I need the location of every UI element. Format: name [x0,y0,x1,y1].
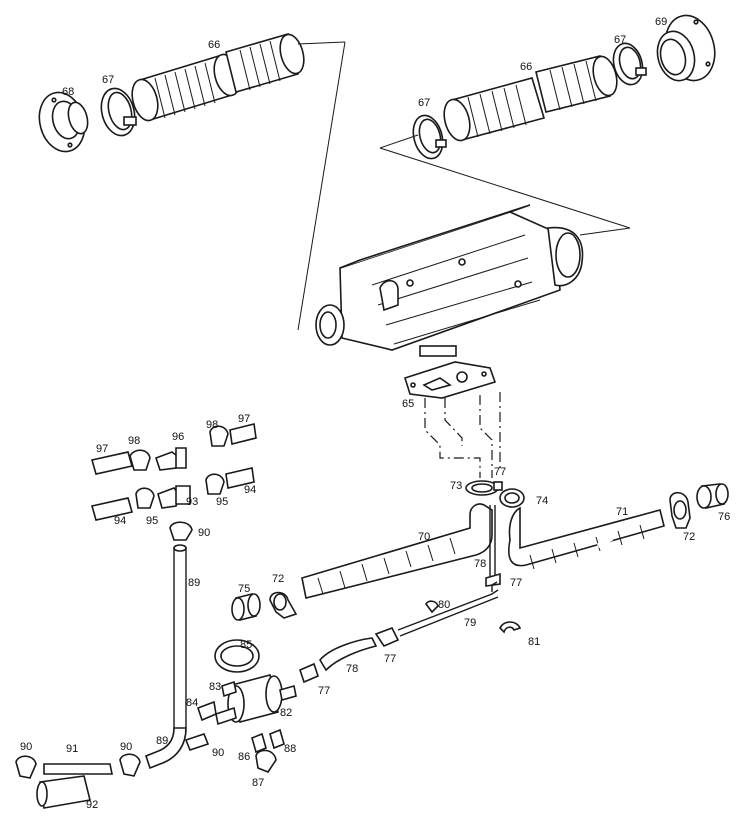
label-97-left: 97 [96,443,108,455]
label-77-left: 77 [318,685,330,697]
connector-83-84 [196,680,237,722]
label-73: 73 [450,480,462,492]
label-87: 87 [252,777,264,789]
hose-clamp-67-left [100,87,137,137]
label-82: 82 [280,707,292,719]
label-67-right-upper: 67 [614,34,626,46]
label-67-left: 67 [102,74,114,86]
label-84: 84 [186,697,198,709]
label-80: 80 [438,599,450,611]
label-92: 92 [86,799,98,811]
label-89-upper: 89 [188,577,200,589]
label-83: 83 [209,681,221,693]
hose-clamp-67-right-upper [612,42,647,86]
label-77-lower: 77 [384,653,396,665]
assembly-guide-lines [424,392,501,478]
fuel-feed-line [15,544,210,809]
label-91: 91 [66,743,78,755]
flexible-duct-66-left [131,33,305,122]
duct-assembly-right [379,14,716,236]
label-98-right: 98 [206,419,218,431]
label-94-left: 94 [114,515,126,527]
label-77-mid: 77 [510,577,522,589]
label-67-right-lower: 67 [418,97,430,109]
label-71: 71 [616,506,628,518]
label-72-left: 72 [272,573,284,585]
label-86: 86 [238,751,250,763]
flexible-duct-66-right [443,55,618,142]
outlet-flange-69 [656,14,716,82]
label-69: 69 [655,16,667,28]
label-68: 68 [62,86,74,98]
label-65: 65 [402,398,414,410]
duct-assembly-left [38,33,346,331]
fuel-line-assembly [299,505,522,684]
label-78-hose: 78 [346,663,358,675]
end-sleeve-75 [231,593,261,621]
part-number-labels: 65 66 66 67 67 67 68 69 70 71 72 72 73 7… [20,16,730,811]
pipe-clip-72-left [269,591,298,619]
label-81: 81 [528,636,540,648]
label-77-top: 77 [494,466,506,478]
label-88: 88 [284,743,296,755]
end-sleeve-76 [696,483,729,509]
intake-pipe-71 [508,506,665,570]
label-89-lower: 89 [156,735,168,747]
label-96: 96 [172,431,184,443]
label-76: 76 [718,511,730,523]
pipe-clip-72-right [669,491,691,529]
label-90-top: 90 [198,527,210,539]
label-78-vertical: 78 [474,558,486,570]
label-93: 93 [186,496,198,508]
label-90-left: 90 [20,741,32,753]
label-90-mid: 90 [120,741,132,753]
label-95-left: 95 [146,515,158,527]
label-72-right: 72 [683,531,695,543]
label-94-right: 94 [244,484,256,496]
fuel-pump-82 [214,639,297,773]
label-97-right: 97 [238,413,250,425]
label-70: 70 [418,531,430,543]
hose-clamp-67-right-lower [412,114,447,160]
label-95-right: 95 [216,496,228,508]
label-66-left: 66 [208,39,220,51]
label-90-pump: 90 [212,747,224,759]
outlet-flange-68 [38,91,89,153]
label-74: 74 [536,495,548,507]
label-85: 85 [240,639,252,651]
heater-unit [315,204,584,357]
mounting-gasket-65 [403,361,497,399]
clamp-73-74 [465,480,525,508]
label-98-left: 98 [128,435,140,447]
exhaust-pipe-70 [301,503,493,599]
label-66-right: 66 [520,61,532,73]
label-75: 75 [238,583,250,595]
fuel-line-kit-upper [90,423,257,541]
label-79: 79 [464,617,476,629]
